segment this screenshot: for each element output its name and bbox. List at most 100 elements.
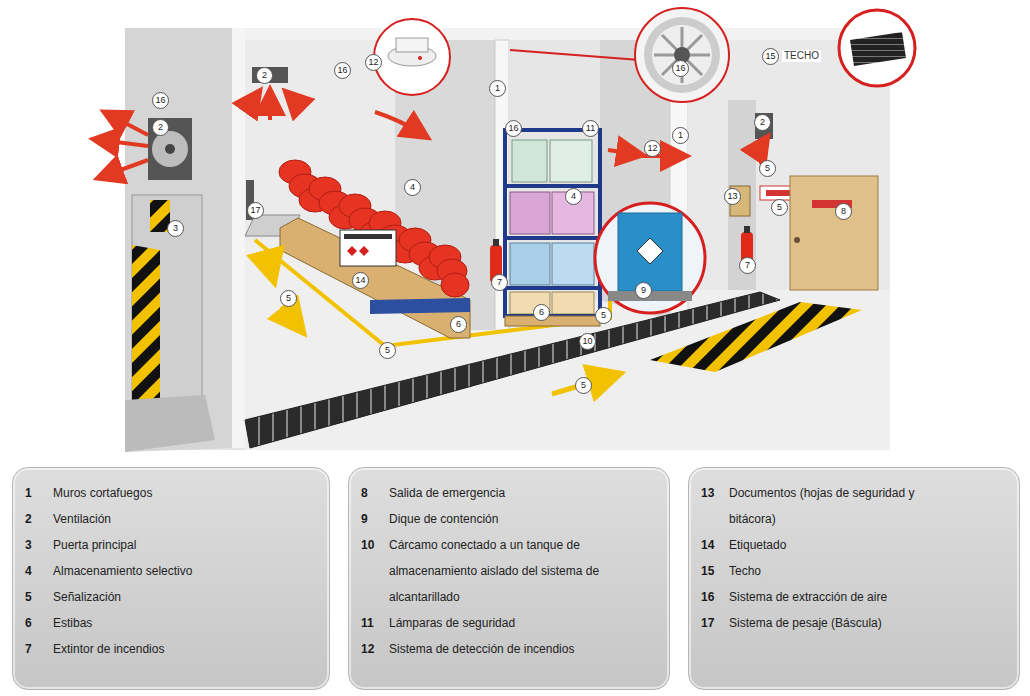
air-arrows-part bbox=[268, 96, 272, 120]
legend-text: Sistema de extracción de aire bbox=[729, 584, 964, 610]
callout-number: 14 bbox=[352, 272, 369, 289]
legend-number: 9 bbox=[361, 506, 368, 532]
legend-text: Sistema de detección de incendios bbox=[389, 636, 624, 662]
callout-number: 17 bbox=[247, 202, 264, 219]
callout-number: 15 bbox=[762, 48, 779, 65]
callout-number: 5 bbox=[771, 199, 788, 216]
callout-number: 2 bbox=[754, 114, 771, 131]
legend-number: 1 bbox=[25, 480, 32, 506]
magnifier-detector-part bbox=[374, 19, 450, 95]
callout-number: 2 bbox=[256, 67, 273, 84]
shelving-part bbox=[510, 192, 550, 234]
shelving bbox=[505, 130, 600, 326]
magnifier-roof-part bbox=[839, 10, 915, 86]
room bbox=[125, 28, 890, 452]
air-arrows-part bbox=[110, 115, 148, 135]
pallet-bags-part bbox=[279, 160, 469, 297]
callout-number: 4 bbox=[565, 188, 582, 205]
legend-text: Techo bbox=[729, 558, 964, 584]
magnifier-drum-part bbox=[595, 203, 705, 313]
legend-text: Cárcamo conectado a un tanque de almacen… bbox=[389, 532, 624, 610]
exit-door-part bbox=[794, 237, 800, 243]
vents-part bbox=[510, 50, 640, 60]
magnifier-fan bbox=[635, 8, 729, 102]
callout-number: 6 bbox=[450, 316, 467, 333]
room-part bbox=[235, 28, 890, 40]
main-door-part bbox=[132, 195, 202, 420]
legend-text: Ventilación bbox=[53, 506, 288, 532]
legend-text: Extintor de incendios bbox=[53, 636, 288, 662]
legend-text: Salida de emergencia bbox=[389, 480, 624, 506]
legend-number: 15 bbox=[701, 558, 714, 584]
pallet-bags-part bbox=[280, 218, 470, 338]
exit-door-part bbox=[790, 176, 878, 290]
legend-number: 16 bbox=[701, 584, 714, 610]
legend-number: 10 bbox=[361, 532, 374, 558]
callout-number: 11 bbox=[582, 120, 599, 137]
air-arrows-part bbox=[375, 112, 422, 134]
callout-number: 12 bbox=[644, 140, 661, 157]
shelving-part bbox=[550, 140, 592, 182]
shelving-part bbox=[505, 184, 600, 188]
callout-number: 1 bbox=[489, 80, 506, 97]
shelving-part bbox=[505, 316, 600, 326]
pallet-bags bbox=[279, 160, 470, 338]
floor-arrows-part bbox=[282, 306, 298, 326]
legend-text: Documentos (hojas de seguridad y bitácor… bbox=[729, 480, 964, 532]
air-arrows bbox=[100, 96, 772, 176]
shelving-part bbox=[505, 130, 600, 316]
legend-text: Lámparas de seguridad bbox=[389, 610, 624, 636]
legend-number: 6 bbox=[25, 610, 32, 636]
pallet-bags-part bbox=[344, 234, 392, 239]
callout-number: 16 bbox=[334, 62, 351, 79]
legend-text: Muros cortafuegos bbox=[53, 480, 288, 506]
exit-door bbox=[730, 176, 878, 290]
magnifier-detector-part bbox=[396, 38, 428, 52]
callout-number: 10 bbox=[579, 333, 596, 350]
legend-number: 13 bbox=[701, 480, 714, 506]
wall-fan-part bbox=[148, 118, 192, 180]
callout-number: 7 bbox=[739, 257, 756, 274]
callout-number: 9 bbox=[635, 282, 652, 299]
wall-fan-part bbox=[165, 144, 175, 154]
air-arrows-part bbox=[100, 140, 148, 146]
callout-number: 1 bbox=[672, 127, 689, 144]
callout-number: 7 bbox=[491, 274, 508, 291]
air-arrows-part bbox=[246, 96, 256, 110]
shelving-part bbox=[512, 140, 547, 182]
callout-number: 3 bbox=[167, 220, 184, 237]
main-door bbox=[125, 195, 215, 452]
air-arrows-part bbox=[290, 96, 300, 106]
legend-text: Almacenamiento selectivo bbox=[53, 558, 288, 584]
callout-number: 5 bbox=[379, 342, 396, 359]
magnifier-drum-part bbox=[618, 213, 682, 291]
callout-number: 2 bbox=[152, 119, 169, 136]
callout-number: 5 bbox=[575, 377, 592, 394]
room-part bbox=[232, 28, 245, 448]
legend-text: Etiquetado bbox=[729, 532, 964, 558]
legend-number: 7 bbox=[25, 636, 32, 662]
floor-arrows-part bbox=[552, 376, 612, 394]
legend-text: Dique de contención bbox=[389, 506, 624, 532]
room-part bbox=[125, 28, 232, 452]
callout-number: 6 bbox=[533, 304, 550, 321]
magnifier-fan-part bbox=[644, 17, 720, 93]
shelving-part bbox=[552, 292, 594, 314]
callout-number: 16 bbox=[505, 120, 522, 137]
legend-number: 2 bbox=[25, 506, 32, 532]
extinguishers-part bbox=[744, 226, 750, 233]
wall-fan-part bbox=[152, 131, 188, 167]
callout-number: 13 bbox=[724, 188, 741, 205]
legend-number: 4 bbox=[25, 558, 32, 584]
magnifier-fan-part bbox=[652, 25, 712, 85]
wall-fan bbox=[148, 118, 192, 180]
legend-number: 5 bbox=[25, 584, 32, 610]
legend-number: 11 bbox=[361, 610, 374, 636]
main-door-part bbox=[125, 395, 215, 452]
vents-part bbox=[755, 113, 773, 139]
legend-text: Señalización bbox=[53, 584, 288, 610]
legend-number: 3 bbox=[25, 532, 32, 558]
shelving-part bbox=[510, 243, 550, 285]
magnifier-drum bbox=[595, 203, 705, 313]
